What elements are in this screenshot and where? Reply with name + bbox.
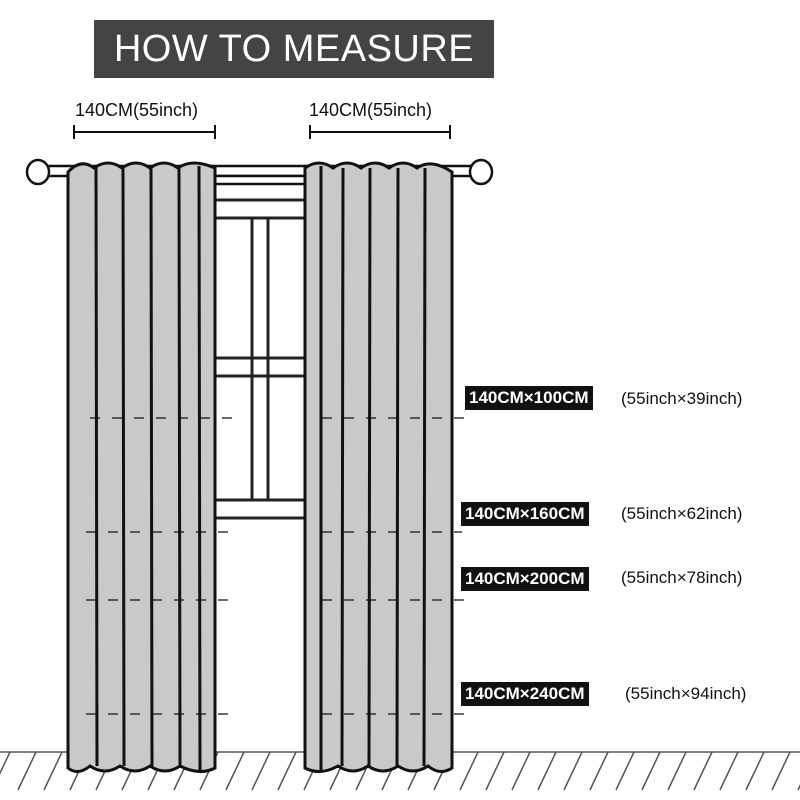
floor-hatch-line [511, 751, 531, 791]
width-label-right: 140CM(55inch) [309, 100, 433, 120]
title-banner: HOW TO MEASURE [94, 20, 494, 78]
floor-hatch-line [225, 751, 245, 791]
floor-hatch-line [251, 751, 271, 791]
floor-hatch-line [43, 751, 63, 791]
width-dimension-right [309, 125, 451, 139]
floor-hatch-line [589, 751, 609, 791]
floor-hatch-line [563, 751, 583, 791]
floor-hatch-line [641, 751, 661, 791]
curtain-left [66, 161, 217, 773]
size-label-160: 140CM×160CM [461, 502, 589, 526]
floor-hatch-line [615, 751, 635, 791]
floor-hatch-line [459, 751, 479, 791]
size-label-100: 140CM×100CM [465, 386, 593, 410]
window-frame [213, 198, 307, 520]
length-markers [86, 417, 468, 715]
size-label-200: 140CM×200CM [461, 567, 589, 591]
floor-hatch-line [0, 751, 11, 775]
width-dimension-left [73, 125, 216, 139]
rod-finial-left [25, 158, 51, 186]
rod-finial-right [468, 158, 494, 186]
curtain-rod [25, 158, 494, 186]
floor-hatch-line [537, 751, 557, 791]
title-text: HOW TO MEASURE [113, 27, 475, 70]
floor-hatch-line [745, 751, 765, 791]
curtain-right [303, 161, 454, 773]
size-label-240: 140CM×240CM [461, 682, 589, 706]
floor-hatch-line [485, 751, 505, 791]
floor-hatch-line [771, 751, 791, 791]
floor-hatch-line [719, 751, 739, 791]
floor-hatch-line [277, 751, 297, 791]
width-label-left: 140CM(55inch) [75, 100, 199, 120]
floor-hatch-line [17, 751, 37, 791]
floor-hatch-line [693, 751, 713, 791]
size-inch-240: (55inch×94inch) [625, 684, 747, 703]
size-inch-200: (55inch×78inch) [621, 568, 743, 587]
size-inch-160: (55inch×62inch) [621, 504, 743, 523]
size-inch-100: (55inch×39inch) [621, 389, 743, 408]
floor-hatch-line [667, 751, 687, 791]
